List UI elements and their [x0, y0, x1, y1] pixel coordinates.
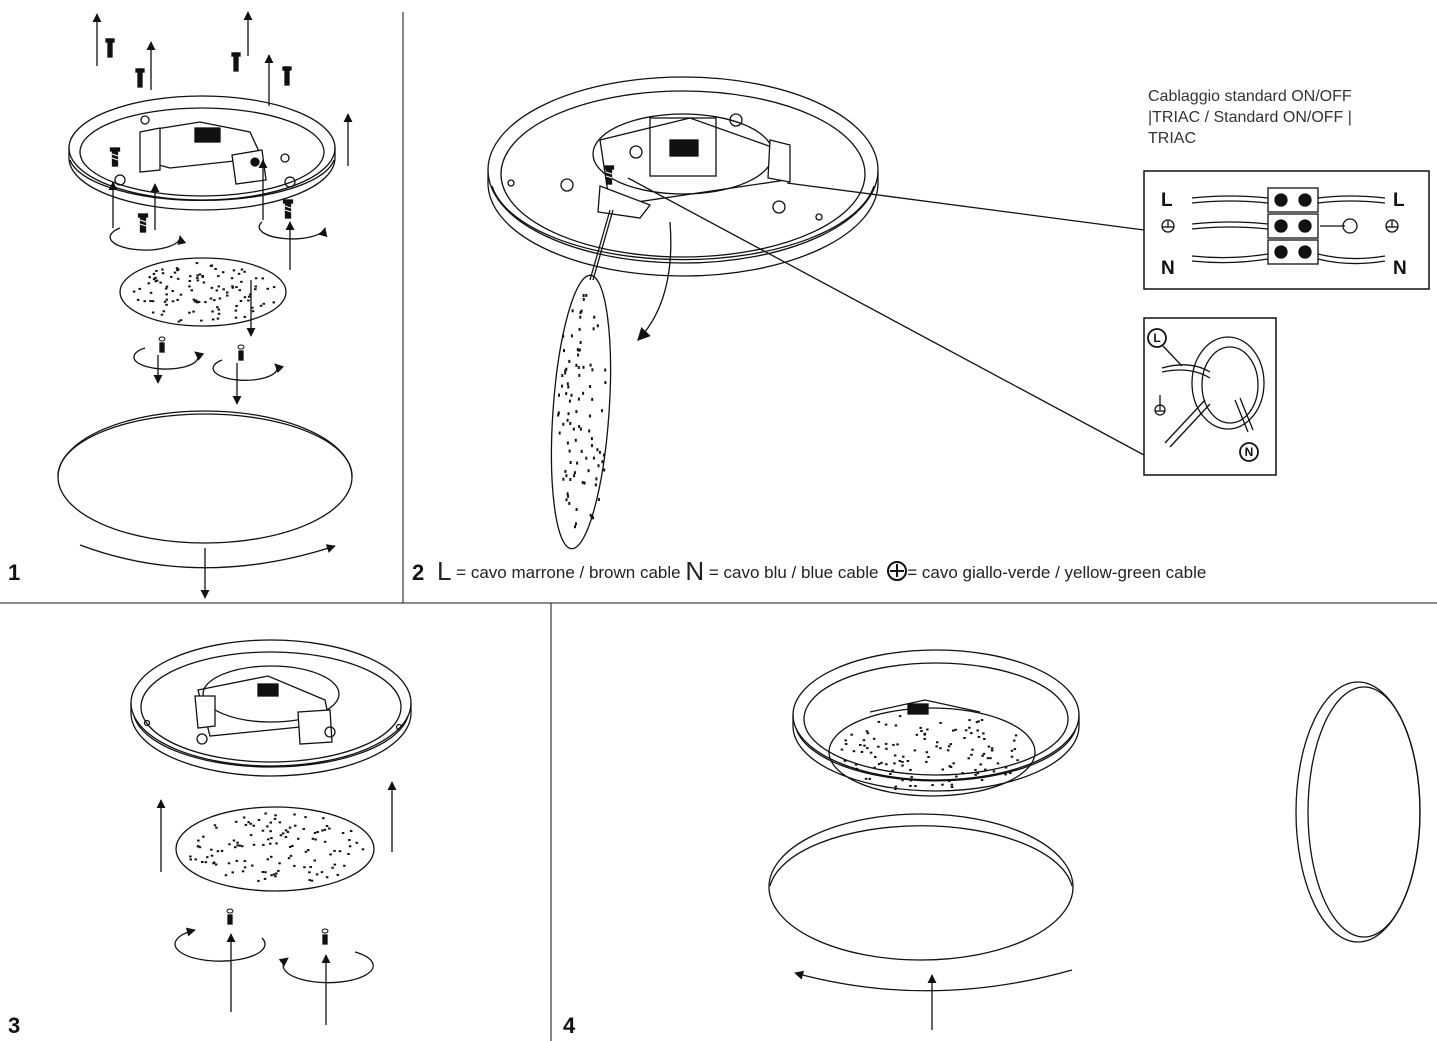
wiring-title-line-3: TRIAC: [1148, 130, 1196, 147]
step-number-1: 1: [8, 560, 21, 585]
legend-earth-text: = cavo giallo-verde / yellow-green cable: [907, 563, 1207, 582]
terminal-labels: L L N N: [1161, 190, 1407, 279]
earth-symbol-right: [1385, 219, 1399, 233]
earth-icon: [887, 561, 908, 581]
panel-4-base-with-disc: [792, 649, 1080, 797]
callout-label-n: N: [1245, 445, 1254, 459]
panel-1-screw-rotations: [108, 159, 328, 270]
wiring-title-line-1: Cablaggio standard ON/OFF: [1148, 88, 1352, 105]
wiring-title: Cablaggio standard ON/OFF |TRIAC / Stand…: [1148, 86, 1428, 149]
panel-1-led-disc: [119, 257, 287, 327]
panel-4-diffuser: [768, 813, 1074, 1030]
panel-3-base-plate: [130, 639, 412, 777]
legend-n-symbol: N: [685, 556, 705, 586]
terminal-block-diagram: [1143, 170, 1430, 290]
legend-n-text: = cavo blu / blue cable: [704, 563, 884, 582]
panel-1-disc-screws: [133, 280, 285, 405]
cable-legend: L = cavo marrone / brown cable N = cavo …: [437, 556, 1206, 587]
panel-2-callout-lines: [627, 177, 1145, 456]
connector-detail: [1143, 317, 1277, 476]
panel-3-led-disc: [175, 806, 375, 892]
panel-3-assembly: [130, 639, 412, 1025]
terminal-label-n-left: N: [1161, 258, 1175, 279]
panel-3-disc-screws: [174, 908, 374, 1025]
panel-dividers: [0, 12, 1437, 1041]
wiring-title-line-2: |TRIAC / Standard ON/OFF |: [1148, 109, 1352, 126]
earth-symbol-left: [1161, 219, 1175, 233]
legend-l-text: = cavo marrone / brown cable: [451, 563, 686, 582]
ceiling-fixings: [92, 11, 353, 166]
legend-l-symbol: L: [437, 556, 452, 586]
terminal-label-l-right: L: [1393, 190, 1405, 211]
panel-1-diffuser: [57, 410, 353, 599]
panel-2-hanging-led-disc: [550, 209, 672, 550]
terminal-label-l-left: L: [1161, 190, 1173, 211]
step-number-4: 4: [563, 1013, 576, 1038]
panel-4-diffuser-side-view: [1295, 681, 1421, 943]
callout-labels: L N: [1153, 331, 1253, 459]
panel-2-wiring: [487, 76, 1430, 550]
panel-1-disassembly: [57, 11, 353, 599]
callout-label-l: L: [1153, 331, 1160, 345]
panel-4-diffuser-mounting: [768, 649, 1421, 1030]
terminal-wires: [1191, 195, 1386, 265]
panel-1-base-plate: [68, 95, 336, 233]
terminal-label-n-right: N: [1393, 258, 1407, 279]
step-number-3: 3: [8, 1013, 21, 1038]
terminal-block: [1267, 187, 1319, 265]
panel-2-base-plate: [487, 76, 879, 277]
step-number-2: 2: [412, 560, 425, 585]
